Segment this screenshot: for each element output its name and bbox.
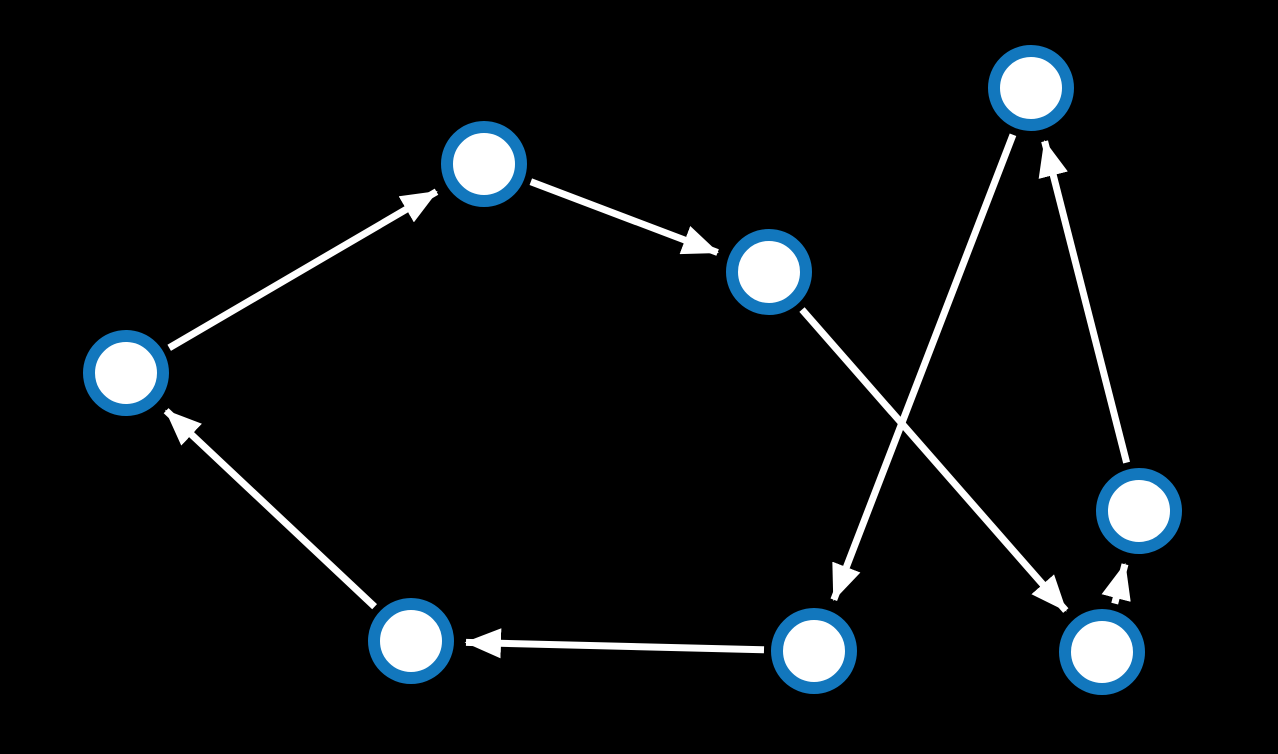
node-right[interactable]: [1096, 468, 1182, 554]
node-mid[interactable]: [726, 229, 812, 315]
node-upper-mid[interactable]: [441, 121, 527, 207]
edge-upper-mid-to-mid: [529, 178, 719, 256]
node-top-right[interactable]: [988, 45, 1074, 131]
node-bottom-right[interactable]: [1059, 609, 1145, 695]
edge-top-right-to-bottom-mid: [830, 133, 1017, 602]
edge-left-to-upper-mid: [167, 188, 439, 351]
node-bottom-mid[interactable]: [771, 608, 857, 694]
edge-right-to-top-right: [1038, 139, 1130, 464]
edge-bottom-left-to-left: [163, 408, 377, 610]
edge-mid-to-bottom-right: [799, 307, 1069, 613]
node-bottom-left[interactable]: [368, 598, 454, 684]
node-left[interactable]: [83, 330, 169, 416]
edge-bottom-right-to-right: [1101, 562, 1131, 605]
edge-bottom-mid-to-bottom-left: [464, 628, 765, 659]
